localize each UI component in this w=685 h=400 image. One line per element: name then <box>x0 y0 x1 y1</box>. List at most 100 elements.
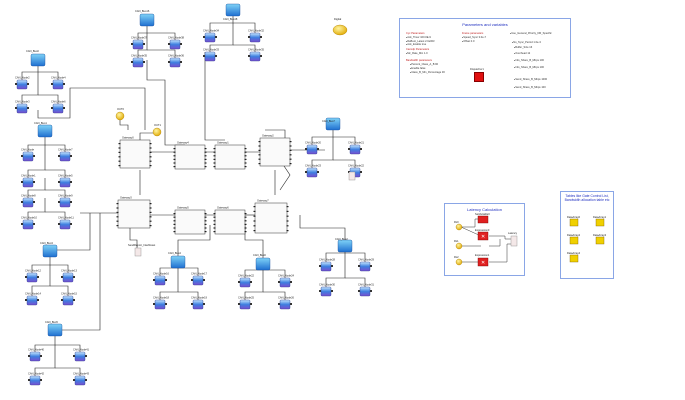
param-item[interactable]: Class_B_Min_Percentage 30 <box>410 71 445 74</box>
can-bus[interactable]: CAN_Bus2 <box>335 237 353 253</box>
rx2-source[interactable]: Rx2 <box>454 255 463 266</box>
can-node[interactable]: CAN_Node7 <box>58 148 73 162</box>
can-node[interactable]: CAN_Node5 <box>58 174 73 188</box>
param-item[interactable]: Mc_Rate_Min 1.0 <box>406 52 427 55</box>
expression1-block[interactable]: ✕ Expression1 <box>475 253 490 267</box>
param-item[interactable]: Use_General_Priority_DR_Specific <box>510 32 552 35</box>
can-node[interactable]: CAN_Node11 <box>58 216 74 230</box>
gateway[interactable]: Gateway6 <box>213 206 247 235</box>
can-node[interactable]: CAN_Node23 <box>305 164 322 178</box>
can-node[interactable]: CAN_Node21 <box>348 141 365 155</box>
data-array[interactable]: DataArray3 <box>593 233 607 245</box>
can-node[interactable]: CAN_Node40 <box>28 348 45 362</box>
param-item[interactable]: Send_Share_B_Mbps 100 <box>514 86 545 89</box>
can-node[interactable]: CAN_Node26 <box>278 296 295 310</box>
can-node[interactable]: CAN_Node29 <box>358 258 375 272</box>
param-item[interactable]: Send_Share_B_Mbps 1000 <box>514 78 547 81</box>
can-node[interactable]: CAN_Node22 <box>238 274 255 288</box>
can-node[interactable]: CAN_Node31 <box>358 283 375 297</box>
gateway-port <box>116 225 119 227</box>
can-bus[interactable]: CAN_Bus1 <box>34 121 53 138</box>
out0-block[interactable]: OUT0 <box>115 107 124 121</box>
digital-block[interactable]: Digital <box>332 17 348 36</box>
can-node[interactable]: CAN_Node43 <box>73 372 90 386</box>
dispatcher-block[interactable] <box>474 72 484 82</box>
param-item[interactable]: Info_Share_B_Mbps 100 <box>514 59 544 62</box>
can-bus[interactable]: CAN_Bus0 <box>26 49 46 67</box>
can-node[interactable]: CAN_Node41 <box>73 348 90 362</box>
can-node[interactable]: CAN_Node13 <box>61 269 78 283</box>
bus-label: CAN_Bus5 <box>45 320 58 324</box>
param-item[interactable]: No_Sync_Period 1.0e-3 <box>512 41 541 44</box>
param-item[interactable]: Overhead 12 <box>514 52 530 55</box>
can-bus[interactable]: CAN_Bus3 <box>40 241 58 258</box>
can-node[interactable]: CAN_Node35 <box>131 54 148 68</box>
can-node[interactable]: CAN_Node42 <box>28 372 45 386</box>
node-port <box>131 43 133 45</box>
can-node[interactable]: CAN_Node24 <box>278 274 295 288</box>
can-node[interactable]: CAN_Node33 <box>203 48 220 62</box>
can-node[interactable]: CAN_Node4 <box>51 76 66 90</box>
can-bus[interactable]: CAN_Bus16 <box>135 9 155 27</box>
data-array[interactable]: DataArray1 <box>593 215 607 227</box>
param-item[interactable]: Percent_Class_A_B 90 <box>410 63 438 66</box>
can-node[interactable]: CAN_Node17 <box>191 272 208 286</box>
can-node[interactable]: CAN_Node3 <box>15 100 30 114</box>
param-item[interactable]: Ack_Timer 100.0E-9 <box>406 36 431 39</box>
can-node[interactable]: CAN_Node <box>21 148 35 162</box>
can-node[interactable]: CAN_Node12 <box>25 269 42 283</box>
can-bus[interactable]: CAN_Bus6 <box>253 253 271 271</box>
latency-sink[interactable]: Latency <box>508 231 518 247</box>
can-node[interactable]: CAN_Node1 <box>21 174 36 188</box>
can-node[interactable]: CAN_Node18 <box>153 296 170 310</box>
can-node[interactable]: CAN_Node10 <box>21 216 38 230</box>
param-item[interactable]: Buffer_Size 16 <box>514 46 532 49</box>
gateway[interactable]: Gateway0 <box>118 136 152 169</box>
can-node[interactable]: CAN_Node14 <box>25 292 42 306</box>
rx1-source[interactable]: Rx1 <box>454 239 463 250</box>
can-node[interactable]: CAN_Node25 <box>238 296 255 310</box>
data-array[interactable]: DataArray2 <box>567 233 581 245</box>
gateway[interactable]: Gateway1 <box>213 141 247 170</box>
can-node[interactable]: CAN_Node16 <box>153 272 170 286</box>
can-node[interactable]: CAN_Node19 <box>191 296 208 310</box>
right-sink[interactable] <box>348 171 356 181</box>
can-bus[interactable]: CAN_Bus4 <box>168 251 186 269</box>
setvariable-block[interactable]: SetVariable0 <box>475 212 490 224</box>
gateway[interactable]: Gateway5 <box>173 206 207 235</box>
expression0-block[interactable]: ✕ Expression0 <box>475 228 490 241</box>
can-node[interactable]: CAN_Node15 <box>61 292 78 306</box>
gateway[interactable]: Gateway4 <box>173 141 207 170</box>
can-node[interactable]: CAN_Node35 <box>248 48 265 62</box>
out1-block[interactable]: OUT1 <box>152 123 161 137</box>
can-node[interactable]: CAN_Node32 <box>248 29 265 43</box>
gateway[interactable]: Gateway3 <box>116 196 152 229</box>
param-item[interactable]: Ack_Enable true <box>406 43 426 46</box>
param-item[interactable]: ReBoot_Latest 2.0e003 <box>406 40 434 43</box>
param-item[interactable]: Info_Share_B_Mbps 100 <box>514 66 544 69</box>
can-node[interactable]: CAN_Node9 <box>58 194 73 208</box>
can-node[interactable]: CAN_Node36 <box>168 54 185 68</box>
can-node[interactable]: CAN_Node20 <box>305 141 322 155</box>
gateway[interactable]: Gateway7 <box>253 199 289 234</box>
data-array[interactable]: DataArray4 <box>567 251 581 263</box>
can-bus[interactable]: CAN_Bus5 <box>45 320 63 337</box>
can-node[interactable]: CAN_Node28 <box>319 258 336 272</box>
gateway[interactable]: Gateway2 <box>258 134 292 167</box>
report-sink[interactable]: SendReport_InterReset <box>128 243 156 257</box>
rx0-source[interactable]: Rx0 <box>454 220 463 231</box>
can-node[interactable]: CAN_Node38 <box>168 36 185 50</box>
param-item[interactable]: Speed_Sync 3.0e-7 <box>462 36 486 39</box>
param-item[interactable]: Offset 0.0 <box>462 40 474 43</box>
can-node[interactable]: CAN_Node2 <box>15 76 30 90</box>
can-bus[interactable]: CAN_Bus7 <box>322 117 341 131</box>
can-node[interactable]: CAN_Node8 <box>21 194 36 208</box>
param-item[interactable]: Enable false <box>410 67 425 70</box>
can-node[interactable]: CAN_Node6 <box>51 100 66 114</box>
can-node[interactable]: CAN_Node37 <box>131 36 148 50</box>
data-array[interactable]: DataArray0 <box>567 215 581 227</box>
can-node[interactable]: CAN_Node30 <box>319 283 336 297</box>
can-node[interactable]: CAN_Node34 <box>203 29 220 43</box>
can-bus[interactable]: CAN_Bus18 <box>223 3 241 21</box>
